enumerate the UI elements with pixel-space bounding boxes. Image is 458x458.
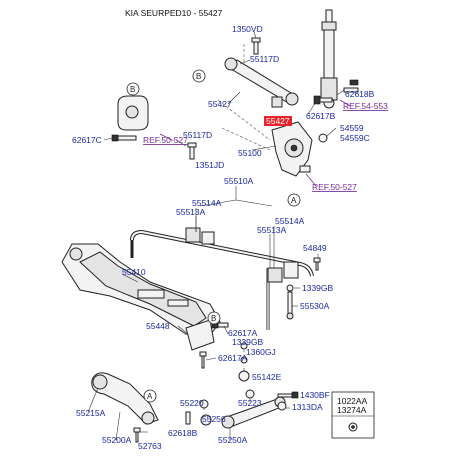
label-55514a-right: 55514A (275, 216, 305, 226)
diagram-title: KIA SEURPED10 - 55427 (125, 8, 223, 18)
label-1430bf: 1430BF (300, 390, 330, 400)
highlight-55427 (264, 116, 292, 126)
bolt-54849-icon (313, 257, 321, 271)
label-55100: 55100 (238, 148, 262, 158)
bolt-62618b-lower-icon (185, 411, 191, 425)
svg-text:B: B (211, 314, 216, 323)
bushing-55223-icon (245, 389, 255, 399)
marker-b-top: B (192, 69, 206, 83)
bolt-62617b-icon (313, 95, 333, 105)
label-54559: 54559 (340, 123, 364, 133)
lower-arm-55250a-icon (221, 396, 286, 429)
label-55427: 55427 (208, 99, 232, 109)
svg-text:A: A (291, 196, 297, 205)
label-55223: 55223 (238, 398, 262, 408)
nut-1339gb-mid-icon (240, 342, 248, 350)
label-1339gb-mid: 1339GB (232, 337, 264, 347)
label-54849: 54849 (303, 243, 327, 253)
stabilizer-link-55530a-icon (286, 291, 294, 320)
label-1350vd: 1350VD (232, 24, 263, 34)
stabilizer-bushing-left-icon (185, 227, 215, 245)
label-55513a-left: 55513A (176, 207, 206, 217)
label-1313da: 1313DA (292, 402, 323, 412)
marker-a-top: A (287, 193, 301, 207)
marker-a-bottom: A (143, 389, 157, 403)
label-55142e: 55142E (252, 372, 282, 382)
nut-1339gb-right-icon (286, 284, 294, 292)
label-55510a: 55510A (224, 176, 254, 186)
label-62617a-b: 62617A (218, 353, 248, 363)
label-55215a: 55215A (76, 408, 106, 418)
shock-absorber-icon (320, 9, 359, 109)
bolt-1351jd-icon (187, 142, 197, 160)
label-55427-highlight: 55427 (266, 116, 290, 126)
upper-arm-55427-icon (224, 57, 299, 106)
label-55410: 55410 (122, 267, 146, 277)
label-62617b: 62617B (306, 111, 336, 121)
label-1339gb-right: 1339GB (302, 283, 334, 293)
crossmember-55410-icon (61, 243, 221, 339)
stabilizer-bushing-right-icon (267, 261, 299, 283)
ref-50-527-link-right[interactable]: REF.50-527 (312, 182, 357, 192)
label-1360gj: 1360GJ (246, 347, 276, 357)
label-55200a: 55200A (102, 435, 132, 445)
label-55448: 55448 (146, 321, 170, 331)
label-55220: 55220 (180, 398, 204, 408)
bolt-1430bf-icon (277, 391, 299, 399)
label-55256: 55256 (202, 414, 226, 424)
label-52763: 52763 (138, 441, 162, 451)
label-1351jd: 1351JD (195, 160, 224, 170)
label-13274a: 13274A (337, 405, 367, 415)
washer-55142e-icon (238, 370, 250, 382)
washer-55256-icon (200, 414, 212, 426)
nut-1313da-icon (277, 401, 287, 411)
label-55513a-right: 55513A (257, 225, 287, 235)
ref-54-553-link[interactable]: REF.54-553 (343, 101, 388, 111)
marker-b-mid: B (207, 311, 221, 325)
bolt-52763-icon (133, 427, 141, 443)
inset-box (331, 391, 375, 439)
knuckle-55100-icon (271, 121, 313, 177)
label-55250a: 55250A (218, 435, 248, 445)
label-62618b-lower: 62618B (168, 428, 198, 438)
label-55514a-left: 55514A (192, 198, 222, 208)
label-55530a: 55530A (300, 301, 330, 311)
svg-text:A: A (147, 392, 153, 401)
label-55117d-mid: 55117D (183, 130, 212, 140)
bolt-62617a-b-icon (199, 351, 207, 369)
bracket-55448-icon (185, 319, 215, 351)
bushing-62617c-icon (111, 95, 149, 142)
svg-text:B: B (130, 85, 135, 94)
nut-1360gj-icon (240, 356, 248, 364)
label-1022aa: 1022AA (337, 396, 368, 406)
label-62617a-a: 62617A (228, 328, 258, 338)
ref-50-527-link-left[interactable]: REF.50-527 (143, 135, 188, 145)
nut-54559-icon (318, 133, 328, 143)
bushing-55427-icon (271, 96, 283, 108)
label-55117d-top: 55117D (250, 54, 279, 64)
label-62617c: 62617C (72, 135, 102, 145)
bolt-1350vd-icon (251, 37, 261, 55)
label-54559c: 54559C (340, 133, 370, 143)
marker-b-left: B (126, 82, 140, 96)
label-62618b: 62618B (345, 89, 375, 99)
svg-text:B: B (196, 72, 201, 81)
lower-arm-55200a-icon (91, 372, 159, 425)
